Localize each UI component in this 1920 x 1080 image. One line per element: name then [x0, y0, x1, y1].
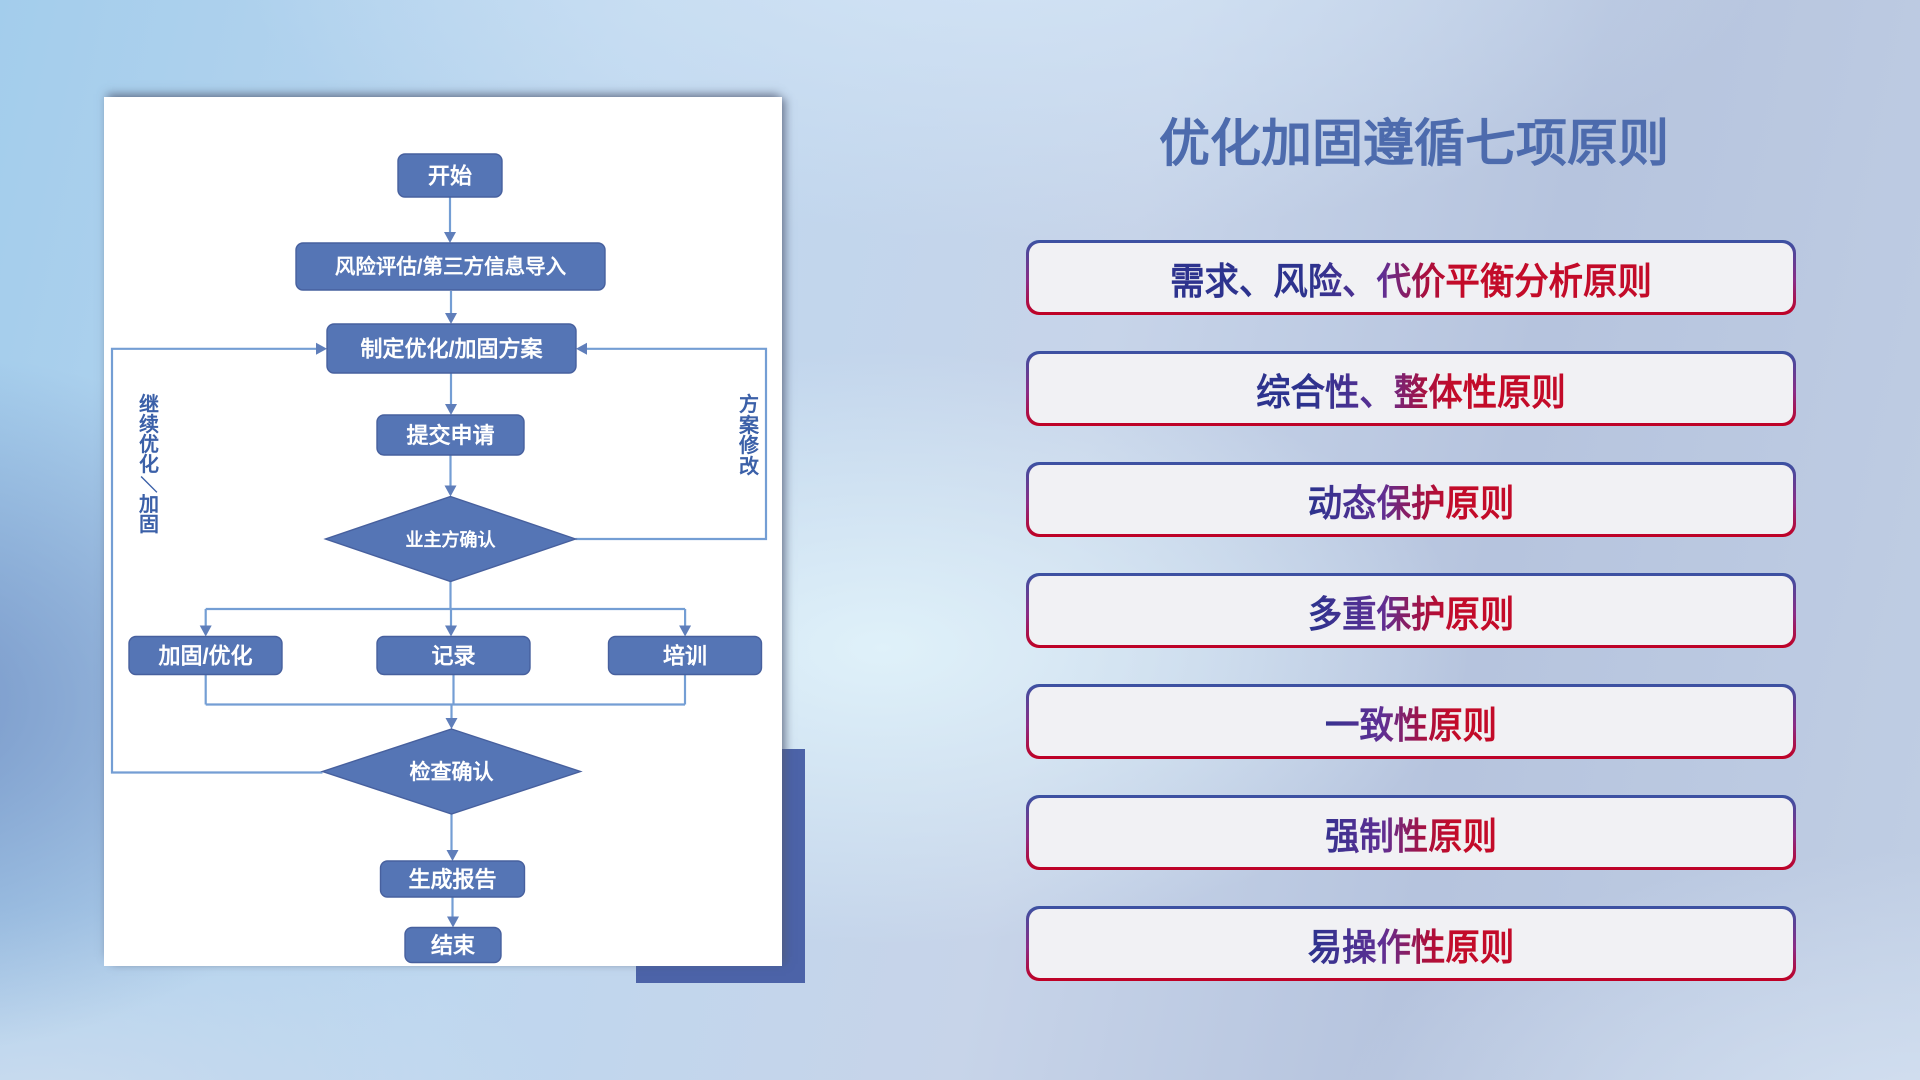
svg-text:培训: 培训: [663, 644, 707, 669]
svg-text:生成报告: 生成报告: [408, 867, 496, 892]
svg-text:制定优化/加固方案: 制定优化/加固方案: [360, 337, 543, 362]
svg-text:提交申请: 提交申请: [406, 423, 494, 448]
svg-text:风险评估/第三方信息导入: 风险评估/第三方信息导入: [335, 255, 567, 279]
svg-text:业主方确认: 业主方确认: [406, 529, 497, 550]
svg-text:记录: 记录: [431, 644, 475, 669]
svg-text:加固/优化: 加固/优化: [157, 644, 252, 669]
svg-text:结束: 结束: [431, 933, 476, 958]
svg-text:开始: 开始: [428, 164, 472, 189]
svg-text:检查确认: 检查确认: [410, 760, 494, 784]
